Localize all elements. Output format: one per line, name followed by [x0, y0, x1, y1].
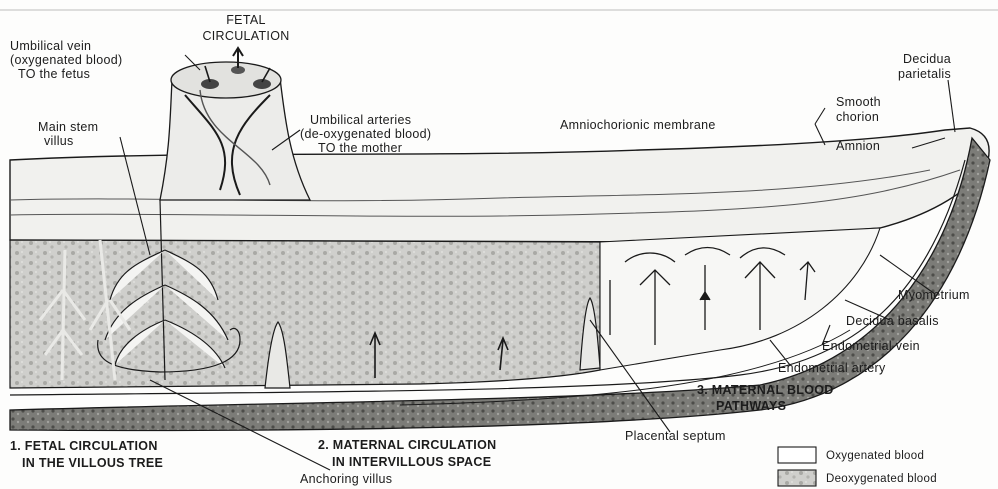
label-endometrial-artery: Endometrial artery — [778, 361, 886, 375]
legend-swatch-deoxygenated — [778, 470, 816, 486]
label-myometrium: Myometrium — [898, 288, 970, 302]
label-umbilical-arteries-1: Umbilical arteries — [310, 113, 411, 127]
label-umbilical-vein-3: TO the fetus — [18, 67, 90, 81]
legend-label-deoxygenated: Deoxygenated blood — [826, 473, 937, 485]
label-amniochorionic: Amniochorionic membrane — [560, 118, 716, 132]
label-decidua-parietalis-1: Decidua — [903, 52, 951, 66]
title-line-1: FETAL — [226, 13, 265, 27]
label-umbilical-vein-1: Umbilical vein — [10, 39, 91, 53]
umbilical-cord — [160, 48, 310, 200]
label-umbilical-arteries-3: TO the mother — [318, 141, 402, 155]
label-main-stem-1: Main stem — [38, 120, 98, 134]
label-smooth-chorion-2: chorion — [836, 110, 879, 124]
label-decidua-parietalis-2: parietalis — [898, 67, 951, 81]
label-umbilical-vein-2: (oxygenated blood) — [10, 53, 122, 67]
section-maternal-2: IN INTERVILLOUS SPACE — [332, 455, 491, 469]
title-line-2: CIRCULATION — [202, 29, 289, 43]
label-anchoring-villus: Anchoring villus — [300, 472, 392, 486]
legend-label-oxygenated: Oxygenated blood — [826, 450, 924, 462]
section-pathways-2: PATHWAYS — [716, 399, 786, 413]
label-umbilical-arteries-2: (de-oxygenated blood) — [300, 127, 431, 141]
section-maternal-1: 2. MATERNAL CIRCULATION — [318, 438, 496, 452]
label-main-stem-2: villus — [44, 134, 74, 148]
label-placental-septum: Placental septum — [625, 429, 726, 443]
section-fetal-2: IN THE VILLOUS TREE — [22, 456, 163, 470]
section-fetal-1: 1. FETAL CIRCULATION — [10, 439, 158, 453]
label-decidua-basalis: Decidua basalis — [846, 314, 939, 328]
legend: Oxygenated blood Deoxygenated blood — [778, 447, 937, 486]
section-pathways-1: 3. MATERNAL BLOOD — [697, 383, 834, 397]
legend-swatch-oxygenated — [778, 447, 816, 463]
label-endometrial-vein: Endometrial vein — [822, 339, 920, 353]
label-amnion: Amnion — [836, 139, 880, 153]
label-smooth-chorion-1: Smooth — [836, 95, 881, 109]
